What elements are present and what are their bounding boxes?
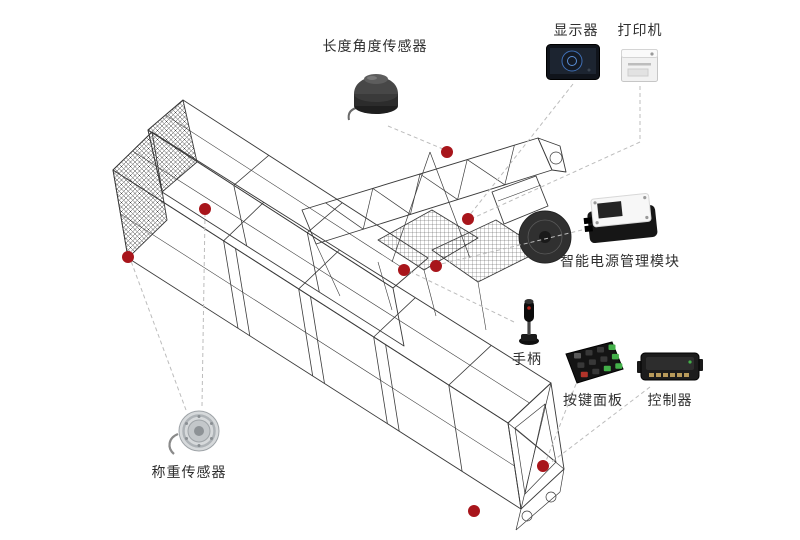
label-power-module: 智能电源管理模块 bbox=[560, 254, 680, 270]
marker-dot-left-end bbox=[122, 251, 134, 263]
keypad-image bbox=[562, 340, 626, 386]
display-image bbox=[546, 44, 600, 82]
leader-line-5 bbox=[408, 270, 515, 323]
leader-line-8 bbox=[130, 260, 187, 411]
length-angle-sensor-image bbox=[340, 58, 412, 122]
label-controller: 控制器 bbox=[647, 393, 693, 409]
label-length-angle-sensor: 长度角度传感器 bbox=[322, 39, 428, 55]
marker-dot-base-bottom bbox=[468, 505, 480, 517]
load-cell-image bbox=[166, 404, 224, 456]
marker-dot-cab bbox=[462, 213, 474, 225]
label-printer: 打印机 bbox=[617, 23, 663, 39]
printer-image bbox=[619, 46, 661, 84]
label-display: 显示器 bbox=[553, 23, 599, 39]
leader-line-1 bbox=[468, 83, 574, 217]
marker-dot-mid-left bbox=[398, 264, 410, 276]
marker-dot-base-right bbox=[537, 460, 549, 472]
label-handle: 手柄 bbox=[512, 352, 542, 368]
leader-line-7 bbox=[548, 386, 651, 465]
marker-dot-mid-right bbox=[430, 260, 442, 272]
controller-image bbox=[637, 347, 703, 387]
label-load-cell: 称重传感器 bbox=[151, 465, 227, 481]
leader-line-4 bbox=[440, 229, 583, 265]
marker-dot-boom-top bbox=[441, 146, 453, 158]
power-module-image bbox=[582, 190, 664, 250]
label-keypad: 按键面板 bbox=[563, 393, 623, 409]
leader-line-0 bbox=[387, 125, 444, 150]
handle-joystick-image bbox=[516, 296, 542, 346]
leader-line-3 bbox=[472, 141, 641, 219]
marker-dot-left-beam bbox=[199, 203, 211, 215]
leader-line-9 bbox=[201, 214, 206, 407]
